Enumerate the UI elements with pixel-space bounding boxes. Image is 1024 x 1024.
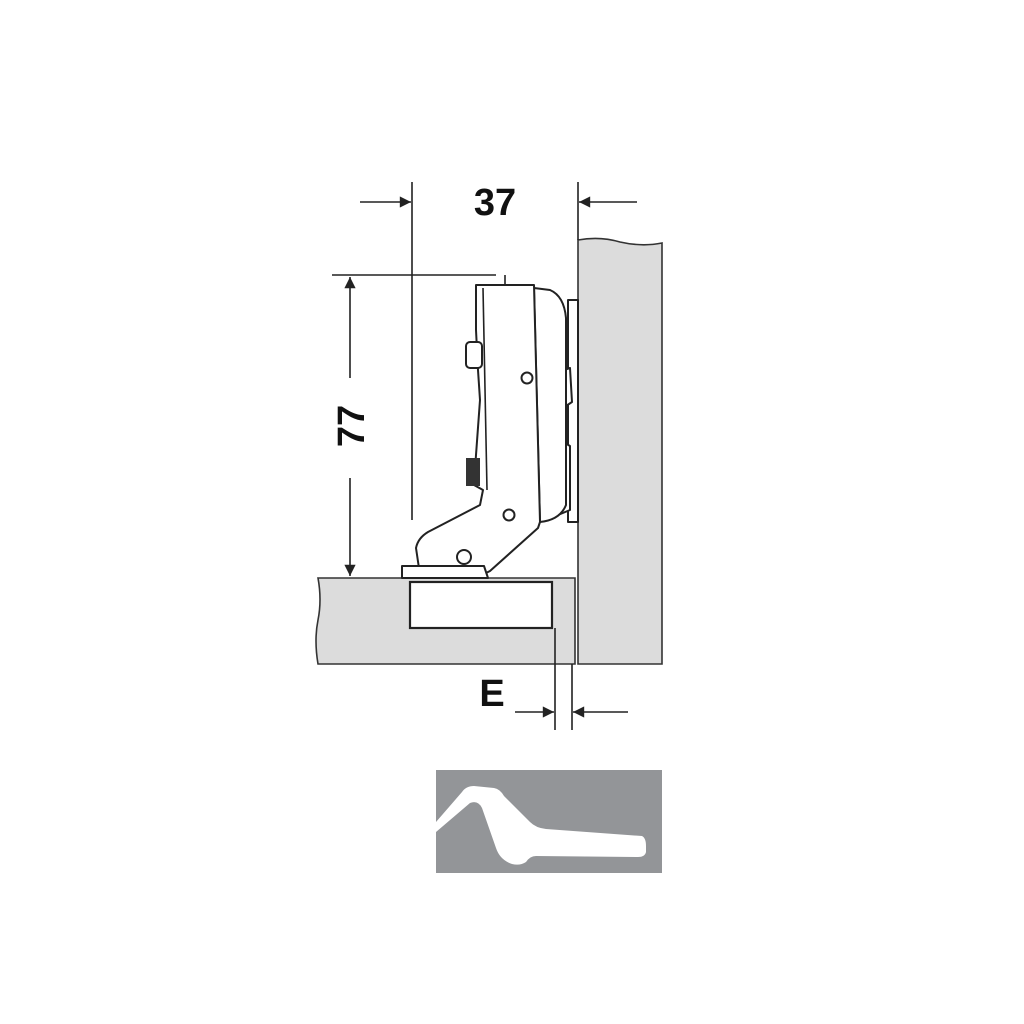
height-dimension-label: 77 [331, 405, 373, 447]
arm-rivet-upper [520, 371, 534, 385]
arm-rivet-lower [502, 508, 516, 522]
hinge-housing [533, 287, 567, 523]
hinge-cup-flange [401, 565, 489, 579]
hinge-arm [415, 284, 541, 576]
adjustment-screw-lower [466, 458, 480, 486]
cup-rivet [456, 549, 472, 565]
side-panel [577, 237, 663, 665]
arm-edge [482, 287, 488, 491]
hinge-arm-profile-icon [436, 770, 662, 873]
width-dimension-label: 37 [474, 182, 516, 224]
overlay-dimension-label: E [479, 673, 504, 715]
cup-pocket [408, 580, 554, 630]
adjustment-screw-upper [465, 341, 483, 369]
